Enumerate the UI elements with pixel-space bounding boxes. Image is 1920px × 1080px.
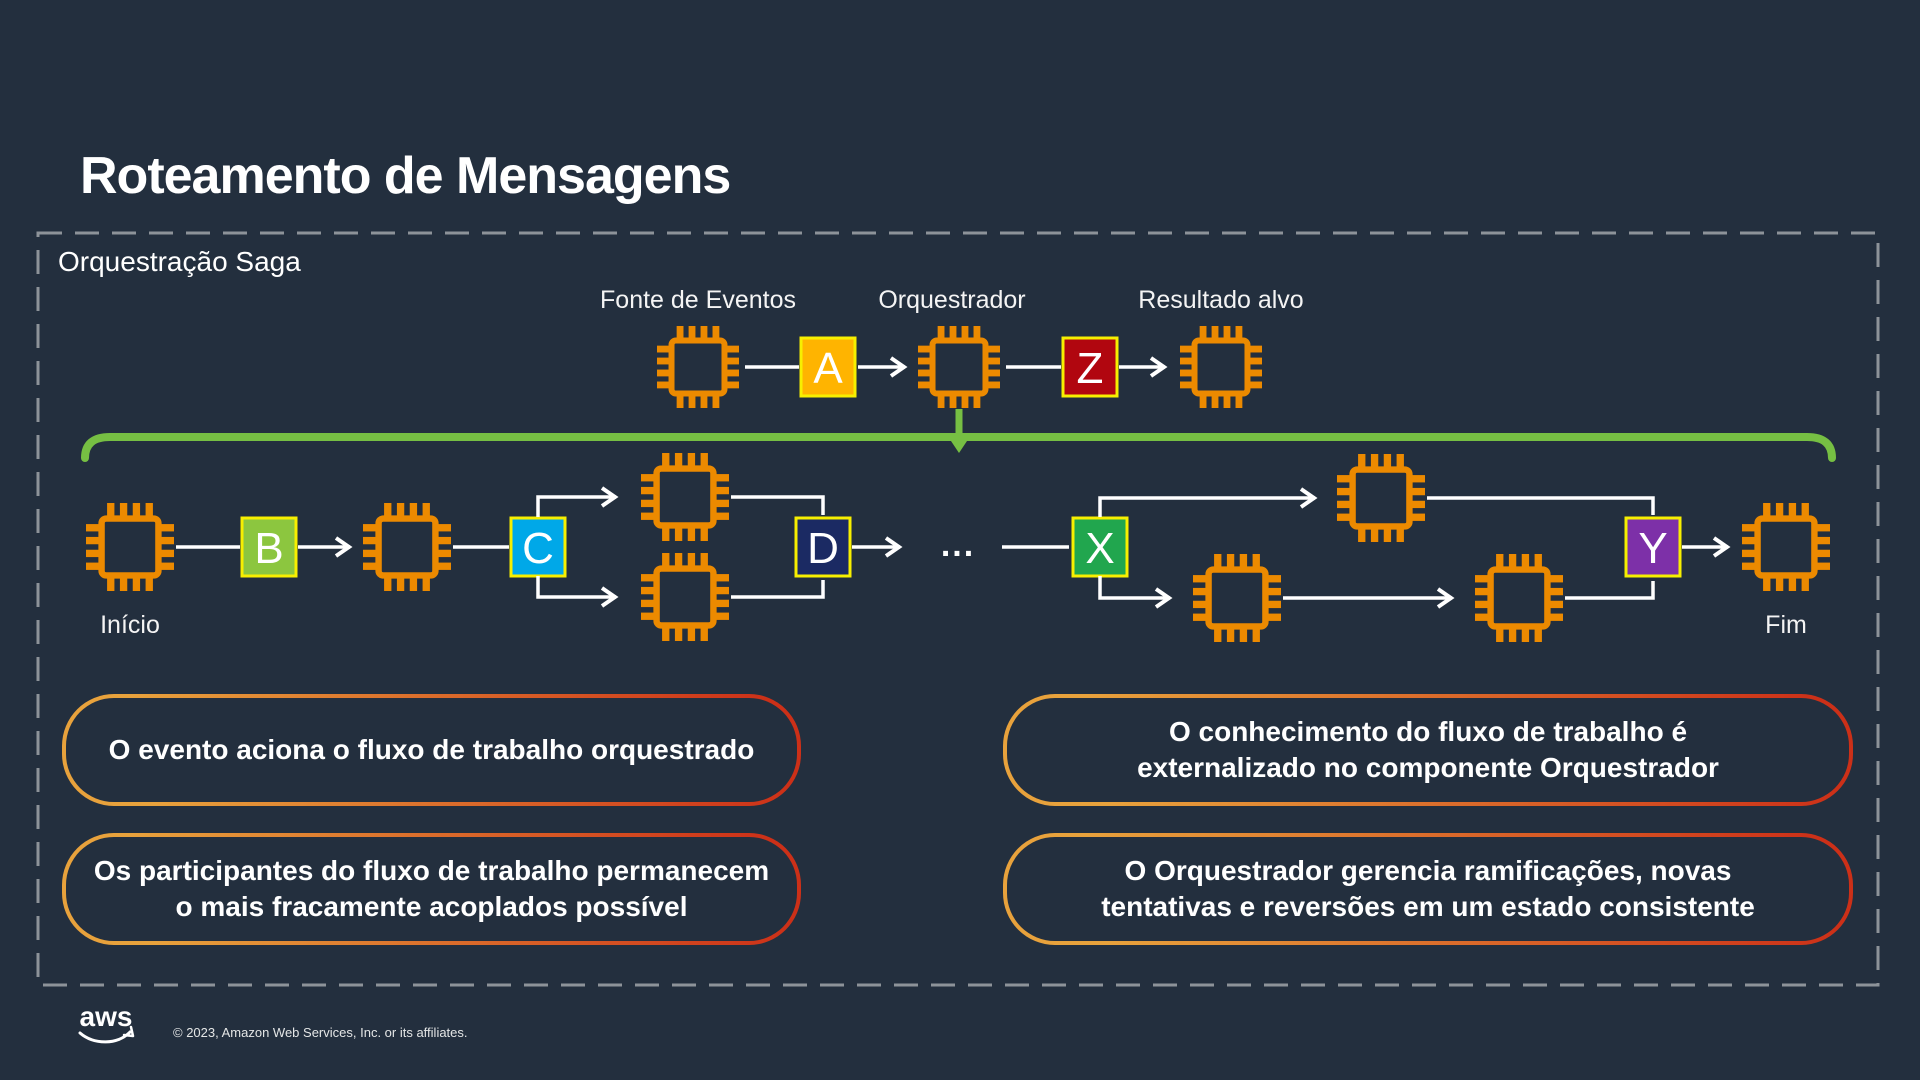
branch-line	[1098, 576, 1173, 609]
callout-loosely-coupled: Os participantes do fluxo de trabalho pe…	[62, 833, 801, 945]
branch-line	[536, 486, 619, 517]
chip-icon-target-result	[1180, 326, 1262, 408]
footer: aws © 2023, Amazon Web Services, Inc. or…	[75, 1000, 468, 1050]
label-start: Início	[100, 611, 160, 639]
message-label-x: X	[1085, 524, 1114, 573]
message-label-b: B	[254, 524, 283, 573]
aws-smile-icon	[78, 1030, 132, 1044]
chip-icon-branch-bottom	[641, 553, 729, 641]
aws-smile-arrow-tip	[122, 1025, 135, 1038]
message-node-y: Y	[1624, 516, 1682, 578]
message-label-a: A	[813, 344, 843, 393]
message-node-d: D	[794, 516, 852, 578]
ellipsis: ...	[941, 526, 975, 564]
callout-event-triggers: O evento aciona o fluxo de trabalho orqu…	[62, 694, 801, 806]
chip-icon-step	[363, 503, 451, 591]
callout-text: O evento aciona o fluxo de trabalho orqu…	[108, 734, 755, 765]
branch-line	[731, 495, 825, 515]
orchestration-bracket	[81, 409, 1836, 462]
chip-icon-orchestrator	[918, 326, 1000, 408]
chip-icon-branch-bottom-2	[1475, 554, 1563, 642]
callout-text: tentativas e reversões em um estado cons…	[1101, 891, 1755, 922]
callout-text: O Orquestrador gerencia ramificações, no…	[1124, 855, 1732, 886]
chip-icon-branch-top	[641, 453, 729, 541]
branch-line	[1427, 496, 1655, 515]
aws-logo-text: aws	[80, 1001, 133, 1032]
page-title: Roteamento de Mensagens	[80, 147, 731, 205]
message-label-c: C	[522, 524, 554, 573]
message-label-y: Y	[1638, 524, 1667, 573]
copyright-text: © 2023, Amazon Web Services, Inc. or its…	[173, 1024, 468, 1040]
callout-text: O conhecimento do fluxo de trabalho é	[1168, 716, 1688, 747]
message-node-c: C	[509, 516, 567, 578]
message-label-z: Z	[1077, 344, 1104, 393]
branch-line	[536, 576, 619, 608]
message-node-z: Z	[1061, 336, 1119, 398]
label-event-source: Fonte de Eventos	[600, 286, 796, 314]
chip-icon-event-source	[657, 326, 739, 408]
label-end: Fim	[1765, 611, 1807, 639]
callout-text: externalizado no componente Orquestrador	[1137, 752, 1719, 783]
branch-line	[731, 580, 825, 599]
branch-line	[1098, 487, 1318, 517]
label-target-result: Resultado alvo	[1138, 286, 1303, 314]
callout-text: Os participantes do fluxo de trabalho pe…	[93, 855, 770, 886]
chip-icon-start	[86, 503, 174, 591]
saga-frame-label: Orquestração Saga	[58, 246, 301, 277]
message-label-d: D	[807, 524, 839, 573]
callout-orchestrator-manages: O Orquestrador gerencia ramificações, no…	[1003, 833, 1853, 945]
chip-icon-branch-bottom-1	[1193, 554, 1281, 642]
chip-icon-branch-top-right	[1337, 454, 1425, 542]
message-node-x: X	[1071, 516, 1129, 578]
callout-knowledge-externalized: O conhecimento do fluxo de trabalho é ex…	[1003, 694, 1853, 806]
chip-icon-end	[1742, 503, 1830, 591]
branch-line	[1565, 581, 1655, 600]
message-node-a: A	[799, 336, 857, 398]
aws-logo: aws	[78, 1001, 135, 1044]
label-orchestrator: Orquestrador	[878, 286, 1025, 314]
callout-text: o mais fracamente acoplados possível	[175, 891, 688, 922]
message-node-b: B	[240, 516, 298, 578]
